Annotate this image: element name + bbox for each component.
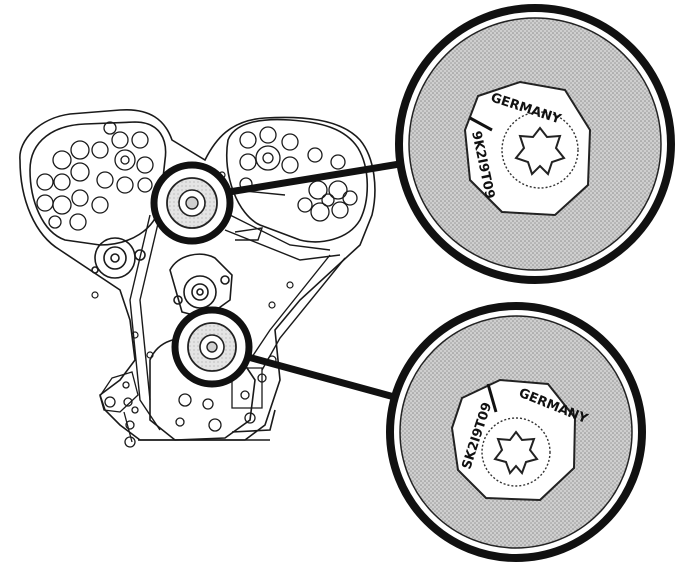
upper-leader-line	[225, 158, 416, 196]
water-pump	[173, 275, 230, 309]
upper-tensioner-highlight	[150, 161, 234, 245]
left-cam-sprocket	[36, 121, 154, 231]
lower-leader-line	[244, 353, 402, 402]
upper-detail-callout: GERMANY 9K2I9T09	[395, 4, 675, 284]
lower-detail-torx-bolt	[493, 430, 539, 475]
lower-detail-callout: GERMANY SK2I9T09	[386, 302, 646, 562]
lower-tensioner-highlight	[171, 306, 253, 388]
lower-detail-pointer	[486, 383, 498, 413]
upper-detail-torx-bolt	[514, 126, 566, 176]
engine-drawing	[19, 109, 376, 448]
idler-pulley-left	[91, 237, 146, 279]
engine-bottom-edge	[138, 409, 276, 441]
leader-lines	[225, 158, 416, 402]
engine-cover-outline	[19, 109, 376, 441]
left-bracket	[99, 371, 139, 448]
right-cam-housing	[226, 118, 369, 243]
upper-detail-pointer	[469, 116, 493, 132]
crank-details	[175, 355, 277, 432]
housing-bolts	[91, 171, 294, 359]
